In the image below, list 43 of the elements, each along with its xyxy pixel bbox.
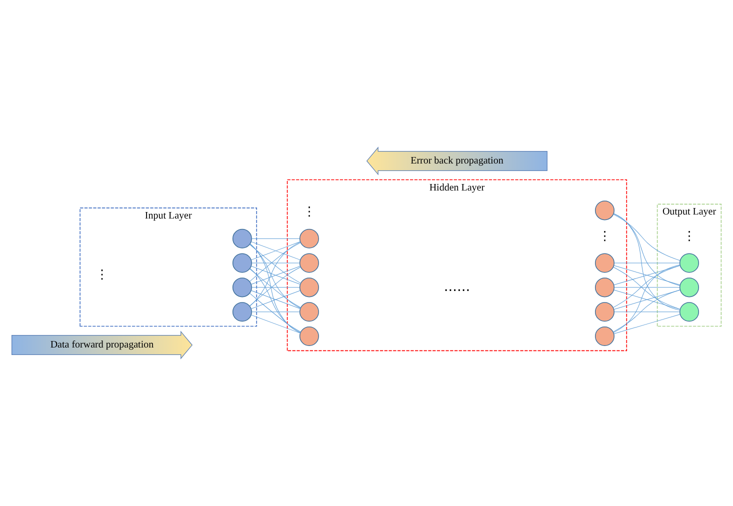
node-circle — [594, 326, 614, 346]
node-circle — [232, 228, 252, 248]
label: ⋮ — [96, 266, 108, 282]
connector — [250, 244, 300, 334]
node-circle — [232, 253, 252, 273]
connector — [251, 287, 300, 288]
node-circle — [299, 302, 319, 322]
node-circle — [299, 278, 319, 298]
connector — [613, 264, 680, 333]
label: ⋮ — [302, 203, 316, 218]
connector — [614, 287, 680, 288]
label: ⋮ — [598, 228, 611, 243]
connector — [614, 290, 680, 310]
node-circle — [679, 253, 700, 273]
connector — [250, 268, 301, 333]
node-circle — [679, 278, 700, 298]
connector — [613, 213, 680, 311]
connector — [612, 290, 680, 332]
connector — [613, 214, 680, 261]
connector — [614, 314, 680, 334]
connector — [614, 262, 680, 264]
node-circle — [299, 326, 319, 346]
node-circle — [299, 228, 319, 248]
node-circle — [679, 302, 700, 322]
node-circle — [594, 302, 614, 322]
connector — [250, 293, 301, 332]
node-circle — [594, 253, 614, 273]
connector — [251, 238, 300, 239]
connector — [613, 214, 680, 286]
label: ⋮ — [682, 228, 696, 243]
connector — [250, 266, 301, 285]
connector — [614, 265, 680, 286]
node-circle — [232, 302, 252, 322]
label: Error back propagation — [410, 155, 504, 166]
connector — [251, 262, 300, 264]
node-circle — [299, 253, 319, 273]
connector — [250, 241, 301, 260]
label: Data forward propagation — [50, 339, 154, 350]
node-circle — [594, 278, 614, 298]
node-circle — [594, 200, 614, 220]
connector — [250, 314, 301, 334]
node-circle — [232, 278, 252, 298]
label: ...... — [444, 278, 470, 295]
